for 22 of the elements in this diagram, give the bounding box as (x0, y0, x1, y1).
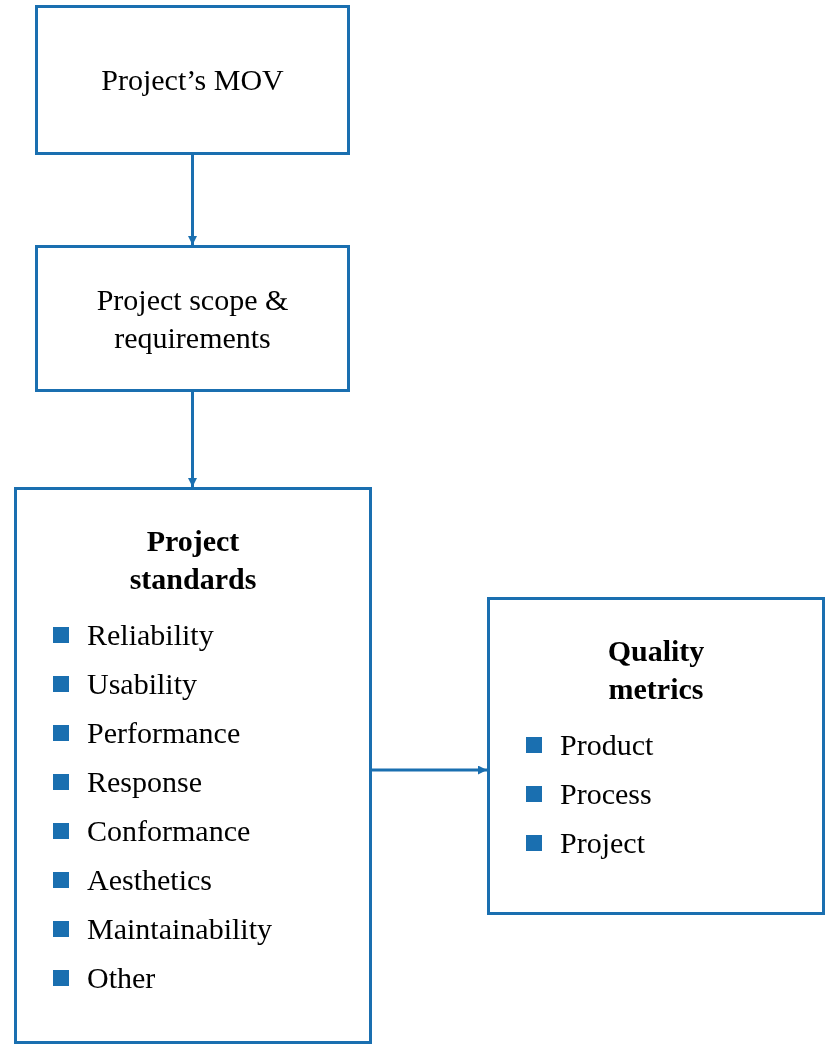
box-label: Project scope & requirements (95, 281, 290, 356)
list-item: Performance (87, 715, 241, 751)
arrow (188, 155, 197, 245)
list-item: Reliability (87, 617, 214, 653)
process-box (487, 597, 825, 915)
list-item: Conformance (87, 813, 251, 849)
list-item: Process (560, 776, 652, 812)
arrow (372, 765, 487, 775)
process-box (35, 245, 350, 392)
list-item: Product (560, 727, 654, 763)
list-item: Aesthetics (87, 862, 212, 898)
process-box (14, 487, 372, 1044)
list-item: Maintainability (87, 911, 272, 947)
process-box (35, 5, 350, 155)
box-heading: Project standards (128, 523, 258, 597)
list-item: Usability (87, 666, 197, 702)
box-heading: Quality metrics (606, 633, 706, 707)
arrow (188, 392, 197, 487)
list-item: Other (87, 960, 156, 996)
box-label: Project’s MOV (100, 62, 285, 98)
list-item: Project (560, 825, 645, 861)
list-item: Response (87, 764, 202, 800)
